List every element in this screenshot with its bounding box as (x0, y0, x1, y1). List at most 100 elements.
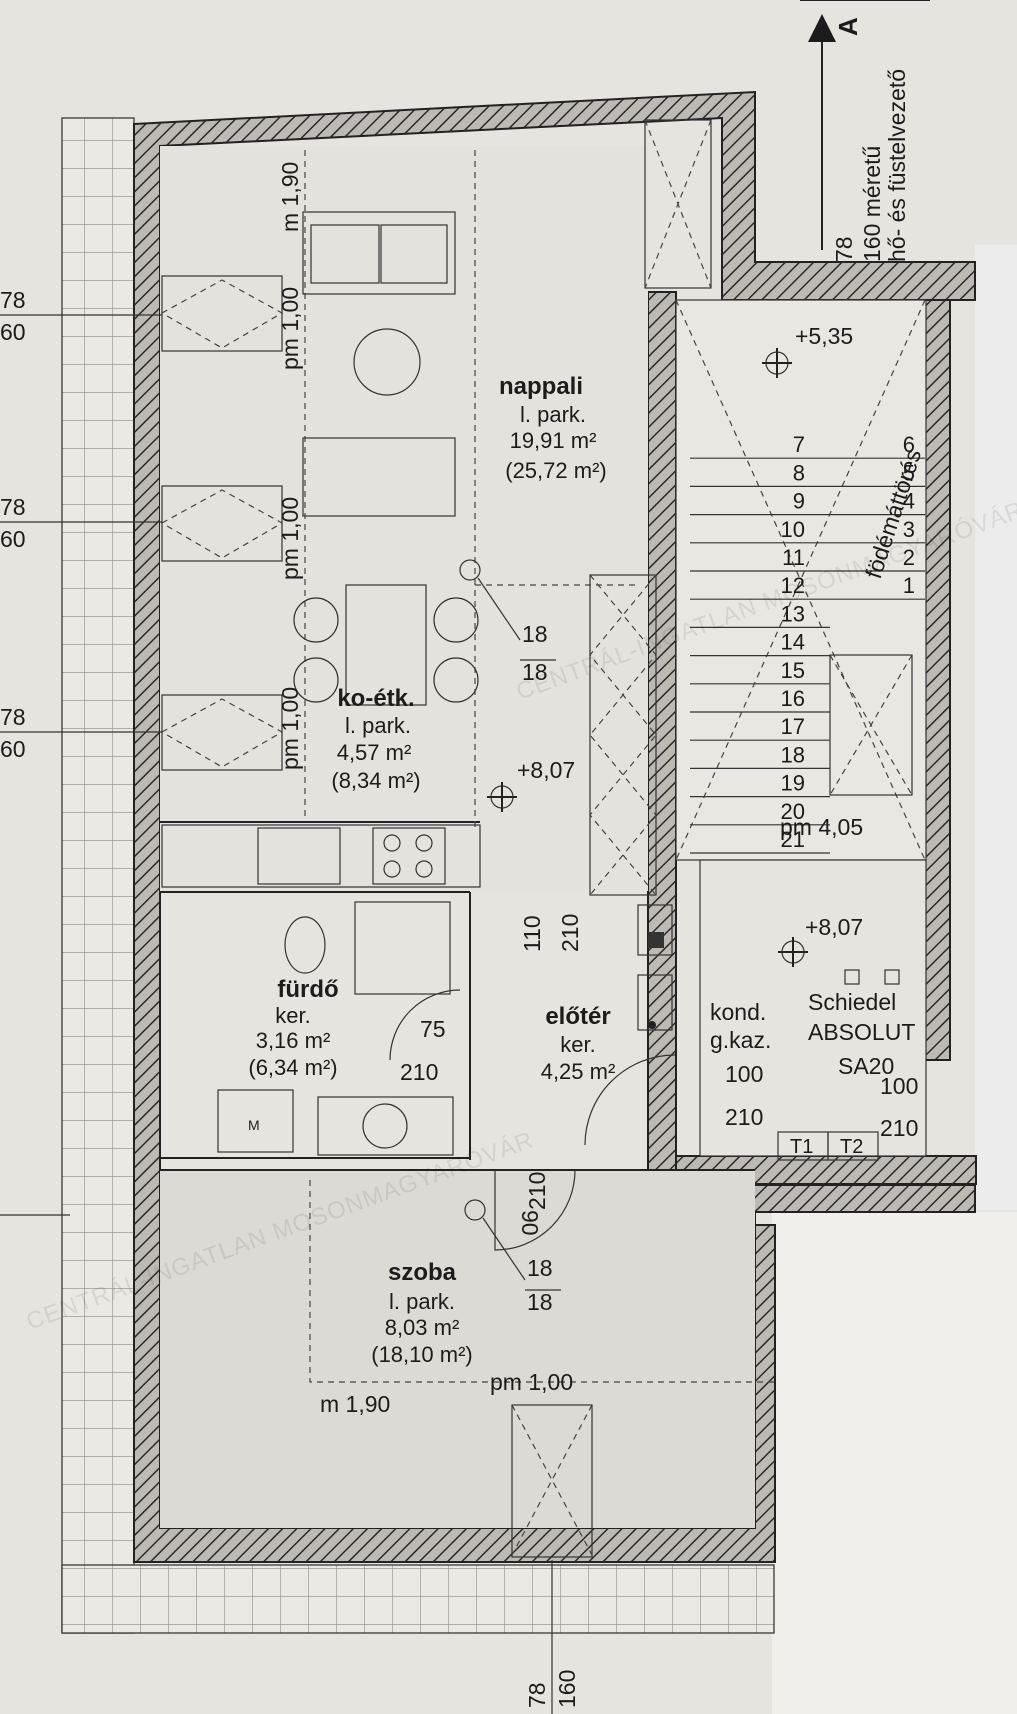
window-3-bottom: 60 (0, 736, 26, 762)
roof-tiles (61, 117, 135, 1634)
vent-icon-1 (459, 559, 521, 641)
chimney-units (777, 969, 900, 1161)
bath-fixtures (217, 901, 454, 1156)
tank-t2: T2 (840, 1136, 863, 1158)
door-kond-width: 100 (725, 1061, 763, 1087)
door-stair-width: 100 (880, 1073, 918, 1099)
boiler-model: ABSOLUT (808, 1019, 915, 1045)
bottom-window-height: 160 (554, 1670, 580, 1708)
tank-t1: T1 (790, 1136, 813, 1158)
window-2-top: 78 (0, 494, 26, 520)
vent-icon-2 (464, 1199, 526, 1281)
room-floor-ko-etk: l. park. (345, 713, 411, 738)
level-marker-upper (762, 348, 792, 378)
door-bath-width: 75 (420, 1016, 446, 1042)
stair-step-number: 5 (903, 460, 915, 485)
stair-step-number: 15 (781, 658, 805, 683)
stair-step-number: 14 (781, 630, 805, 655)
top-window-note-1: 160 méretű (859, 146, 885, 262)
door-kond-height: 210 (725, 1104, 763, 1130)
stair-step-number: 1 (903, 573, 915, 598)
height-m190-top: m 1,90 (277, 162, 303, 232)
coffee-table (353, 328, 421, 396)
room-area-ko-etk: 4,57 m² (337, 740, 412, 765)
vent-2-bottom: 18 (527, 1289, 553, 1315)
window-left-2 (160, 485, 284, 562)
stair-window (829, 654, 913, 796)
room-area-total-nappali: (25,72 m²) (505, 458, 606, 483)
stair-step-number: 11 (782, 545, 805, 570)
stair-step-number: 20 (781, 799, 805, 824)
meter (648, 932, 664, 948)
wardrobe (589, 574, 657, 896)
room-floor-szoba: l. park. (389, 1289, 455, 1314)
roof-window-top (644, 119, 712, 289)
top-window-note-2: hő- és füstelvezető (884, 69, 910, 262)
vent-1-bottom: 18 (522, 659, 548, 685)
height-pm100-bottom: pm 1,00 (490, 1369, 573, 1395)
stair-step-number: 17 (781, 714, 805, 739)
boiler-brand: Schiedel (808, 989, 896, 1015)
room-floor-furdo: ker. (275, 1003, 310, 1028)
window-3-top: 78 (0, 704, 26, 730)
top-window-width: 78 (831, 236, 857, 262)
height-pm405: pm 4,05 (780, 814, 863, 840)
stair-step-number: 21 (781, 827, 805, 852)
vent-2-top: 18 (527, 1255, 553, 1281)
door-room-height: 210 (524, 1172, 550, 1210)
door-room-width: 90 (517, 1210, 543, 1236)
boiler-dot (648, 1021, 656, 1029)
stair-step-number: 3 (903, 517, 915, 542)
door-bath-height: 210 (400, 1059, 438, 1085)
room-area-eloter: 4,25 m² (541, 1059, 616, 1084)
room-eave-line (309, 1180, 775, 1383)
stair-step-number: 12 (781, 573, 805, 598)
bottom-window-width: 78 (524, 1682, 550, 1708)
scan-corner (772, 1212, 1017, 1714)
room-area-total-furdo: (6,34 m²) (248, 1055, 337, 1080)
stair-step-number: 16 (781, 686, 805, 711)
stair-right-wall (924, 299, 951, 1061)
slab-opening-cross (675, 299, 926, 861)
level-upper: +5,35 (795, 323, 853, 349)
boiler-code: SA20 (838, 1053, 894, 1079)
vent-1-top: 18 (522, 621, 548, 647)
stair-step-number: 13 (781, 601, 805, 626)
stair-window-cross (829, 654, 913, 796)
roof-tiles-bottom (61, 1564, 775, 1634)
bath-door-swing (389, 989, 461, 1061)
room-area-furdo: 3,16 m² (256, 1028, 331, 1053)
window-1-top: 78 (0, 287, 26, 313)
meter-box (637, 904, 673, 956)
room-floor-nappali: l. park. (520, 402, 586, 427)
kitchen-counter (161, 824, 481, 888)
window-1-bottom: 60 (0, 319, 26, 345)
level-marker-kitchen (487, 782, 517, 812)
height-m190-bottom: m 1,90 (320, 1391, 390, 1417)
height-pm100-b: pm 1,00 (277, 497, 303, 580)
armchair (302, 437, 456, 517)
level-kitchen: +8,07 (517, 757, 575, 783)
dining-set (293, 584, 479, 706)
stair-step-number: 4 (903, 489, 915, 514)
level-stair: +8,07 (805, 914, 863, 940)
room-area-total-szoba: (18,10 m²) (371, 1342, 472, 1367)
room-area-szoba: 8,03 m² (385, 1315, 460, 1340)
window-2-bottom: 60 (0, 526, 26, 552)
stair-step-number: 9 (793, 489, 805, 514)
room-area-nappali: 19,91 m² (510, 428, 597, 453)
scan-edge (975, 245, 1017, 1210)
door-passage-width: 110 (519, 915, 545, 952)
gas-boiler (637, 974, 673, 1031)
door-passage-height: 210 (557, 914, 583, 952)
room-name-szoba: szoba (388, 1259, 457, 1286)
stair-step-number: 18 (781, 742, 805, 767)
stair-step-number: 2 (903, 545, 915, 570)
room-area-total-ko-etk: (8,34 m²) (331, 768, 420, 793)
room-name-nappali: nappali (499, 373, 583, 400)
room-name-eloter: előtér (545, 1003, 610, 1030)
eloter-door-swing (584, 1054, 676, 1146)
sofa (302, 211, 456, 295)
